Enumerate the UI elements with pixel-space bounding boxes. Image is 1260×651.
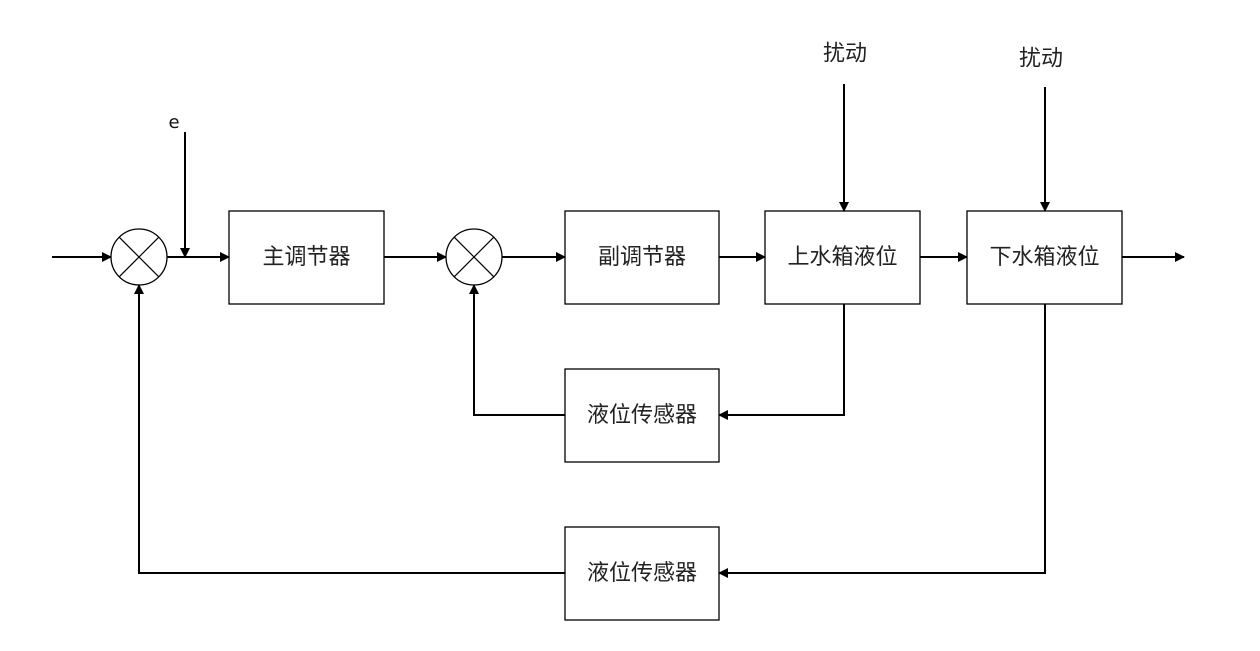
upper-tank-level-block: 上水箱液位 bbox=[764, 210, 921, 305]
secondary-controller-label: 副调节器 bbox=[598, 245, 686, 270]
outer-feedback-path bbox=[718, 304, 1046, 578]
outer-feedback-return bbox=[134, 284, 565, 574]
inner-level-sensor-block: 液位传感器 bbox=[564, 368, 720, 463]
disturbance-label-1: 扰动 bbox=[823, 42, 867, 67]
inner-level-sensor-label: 液位传感器 bbox=[587, 403, 697, 428]
main-controller-label: 主调节器 bbox=[262, 245, 350, 270]
secondary-controller-block: 副调节器 bbox=[564, 210, 720, 305]
upper-tank-level-label: 上水箱液位 bbox=[787, 245, 897, 270]
outer-level-sensor-block: 液位传感器 bbox=[564, 526, 720, 621]
disturbance-label-2: 扰动 bbox=[1019, 47, 1063, 72]
lower-tank-level-block: 下水箱液位 bbox=[966, 210, 1123, 305]
lower-tank-level-label: 下水箱液位 bbox=[989, 245, 1099, 270]
inner-feedback-path bbox=[718, 304, 845, 420]
summing-junction-inner bbox=[445, 228, 503, 286]
summing-junction-outer bbox=[110, 228, 168, 286]
inner-feedback-return bbox=[469, 284, 565, 416]
outer-level-sensor-label: 液位传感器 bbox=[587, 561, 697, 586]
main-controller-block: 主调节器 bbox=[228, 210, 385, 305]
error-label: e bbox=[168, 112, 179, 133]
